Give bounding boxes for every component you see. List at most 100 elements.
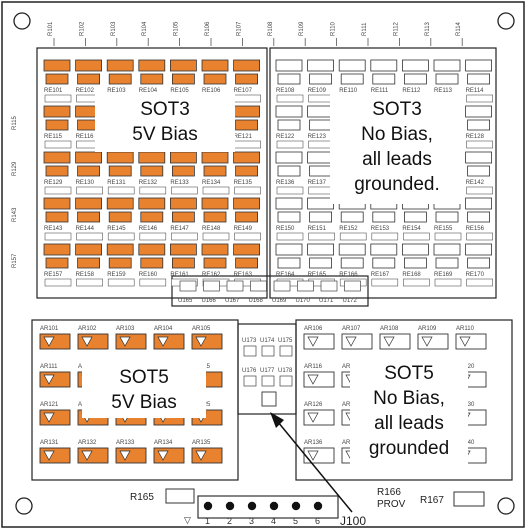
sot5-pad — [303, 333, 335, 350]
sot3-pad-lower — [309, 73, 333, 85]
sot3-pad-lower — [140, 73, 164, 85]
sot3-pad — [465, 59, 493, 72]
sot3-resistor-pad — [234, 94, 261, 103]
sot3-resistor-pad — [202, 186, 230, 195]
sot3-resistor-pad — [139, 186, 167, 195]
sot3-ref-label: RE142 — [466, 180, 485, 186]
sot3-pad-lower — [372, 211, 396, 223]
sot5-ref-label: AR132 — [78, 440, 97, 446]
sot3-ref-label: RE109 — [308, 88, 327, 94]
sot3-pad-lower — [309, 257, 333, 269]
sot3-ref-label: RE136 — [276, 180, 295, 186]
section-bottom-left-line1: SOT5 — [119, 367, 169, 388]
u-center-pad — [243, 375, 257, 387]
sot3-ref-label: RE133 — [170, 180, 189, 186]
sot3-pad-lower — [340, 73, 364, 85]
top-ref-label: R102 — [79, 21, 85, 36]
sot5-pad — [77, 333, 109, 350]
sot3-pad-lower — [171, 257, 195, 269]
sot5-pin1-marker — [43, 374, 55, 385]
sot3-pad-lower — [277, 257, 301, 269]
sot3-pad — [43, 197, 71, 210]
section-top-right-line2: No Bias, — [361, 124, 433, 145]
r165-label: R165 — [130, 492, 154, 503]
section-label-bottom-right: SOT5 No Bias, all leads grounded — [350, 358, 468, 464]
sot3-ref-label: RE123 — [308, 134, 327, 140]
sot3-pad — [201, 151, 229, 164]
sot3-ref-label: RE157 — [44, 272, 63, 278]
sot5-ref-label: AR110 — [456, 326, 475, 332]
sot5-pin1-marker — [307, 336, 319, 347]
connector-pin-number: 5 — [293, 516, 298, 526]
sot5-ref-label: AR136 — [304, 440, 323, 446]
sot5-pin1-marker — [307, 412, 319, 423]
sot3-pad — [307, 105, 335, 118]
sot5-pad — [115, 333, 147, 350]
sot5-pin1-marker — [195, 336, 207, 347]
pin1-arrow-glyph: ▽ — [184, 515, 191, 525]
sot5-ref-label: AR126 — [304, 402, 323, 408]
sot3-pad-lower — [277, 73, 301, 85]
sot3-pad — [275, 59, 303, 72]
sot3-ref-label: RE115 — [44, 134, 63, 140]
sot3-resistor-pad — [234, 232, 261, 241]
sot3-pad — [169, 197, 197, 210]
sot3-pad — [201, 59, 229, 72]
sot3-pad — [201, 197, 229, 210]
sot3-pad — [275, 243, 303, 256]
sot5-pin1-marker — [81, 336, 93, 347]
sot3-pad — [307, 151, 335, 164]
sot3-pad-lower — [45, 211, 69, 223]
sot3-pad — [465, 243, 493, 256]
sot3-resistor-pad — [308, 232, 335, 241]
sot3-pad-lower — [108, 165, 132, 177]
sot3-ref-label: RE166 — [339, 272, 358, 278]
sot5-pad — [191, 333, 223, 350]
sot3-pad — [233, 197, 261, 210]
sot3-resistor-pad — [202, 232, 230, 241]
sot3-ref-label: RE104 — [139, 88, 158, 94]
sot3-pad — [75, 151, 102, 164]
top-ref-label: R109 — [299, 21, 305, 36]
section-bottom-right-line2: No Bias, — [373, 388, 445, 409]
sot5-pad — [191, 447, 223, 464]
sot3-pad — [275, 197, 303, 210]
u-row-region — [171, 275, 369, 307]
pointer-arrow-head — [270, 412, 284, 428]
sot3-resistor-pad — [466, 278, 493, 287]
pointer-arrow-line — [277, 421, 353, 513]
sot3-pad — [106, 59, 134, 72]
sot3-ref-label: RE161 — [170, 272, 189, 278]
sot3-ref-label: RE129 — [44, 180, 63, 186]
sot3-pad-lower — [108, 257, 132, 269]
sot5-pin1-marker — [43, 412, 55, 423]
r167-pad — [453, 491, 485, 507]
sot5-ref-label: AR133 — [116, 440, 135, 446]
sot3-ref-label: RE121 — [234, 134, 253, 140]
u-center-label: U173 — [242, 338, 257, 344]
u-center-label: U177 — [260, 368, 275, 374]
sot3-ref-label: RE101 — [44, 88, 63, 94]
sot3-pad — [43, 243, 71, 256]
mounting-hole-bottom-left — [15, 497, 33, 515]
connector-pin — [291, 501, 301, 511]
sot5-ref-label: AR121 — [40, 402, 59, 408]
sot3-pad-lower — [203, 257, 227, 269]
sot3-resistor-pad — [139, 232, 167, 241]
sot3-resistor-pad — [107, 186, 135, 195]
connector-pin-number: 4 — [271, 516, 276, 526]
sot3-ref-label: RE103 — [107, 88, 126, 94]
side-ref-label: R143 — [12, 207, 18, 222]
sot5-pad — [77, 447, 109, 464]
sot3-pad-lower — [45, 165, 69, 177]
section-bottom-right-line4: grounded — [369, 438, 449, 459]
sot3-ref-label: RE114 — [466, 88, 485, 94]
connector-pin-number: 3 — [249, 516, 254, 526]
sot5-pad — [303, 447, 335, 464]
sot5-pin1-marker — [459, 336, 471, 347]
sot5-pad — [303, 409, 335, 426]
sot3-resistor-pad — [234, 140, 261, 149]
